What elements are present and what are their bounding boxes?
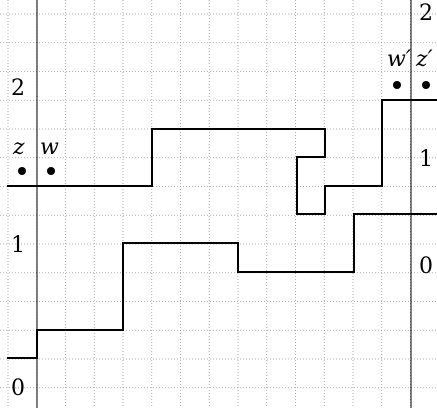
left-axis-label-0: 0 [11,376,25,401]
point-z-dot [18,167,26,175]
left-axis-label-2: 2 [11,76,25,101]
point-label-w-prime: w′ [387,47,411,72]
lower-path [7,213,437,359]
point-w-dot [47,167,55,175]
left-axis-label-1: 1 [11,233,25,258]
point-w-prime-dot [393,81,401,89]
right-axis-label-2: 2 [419,1,433,26]
point-z-prime-dot [422,81,430,89]
point-label-z-prime: z′ [415,47,433,72]
point-label-w: w [40,135,59,160]
right-axis-label-1: 1 [419,147,433,172]
point-label-z: z [12,135,25,160]
upper-path [7,99,437,215]
right-axis-label-0: 0 [419,254,433,279]
